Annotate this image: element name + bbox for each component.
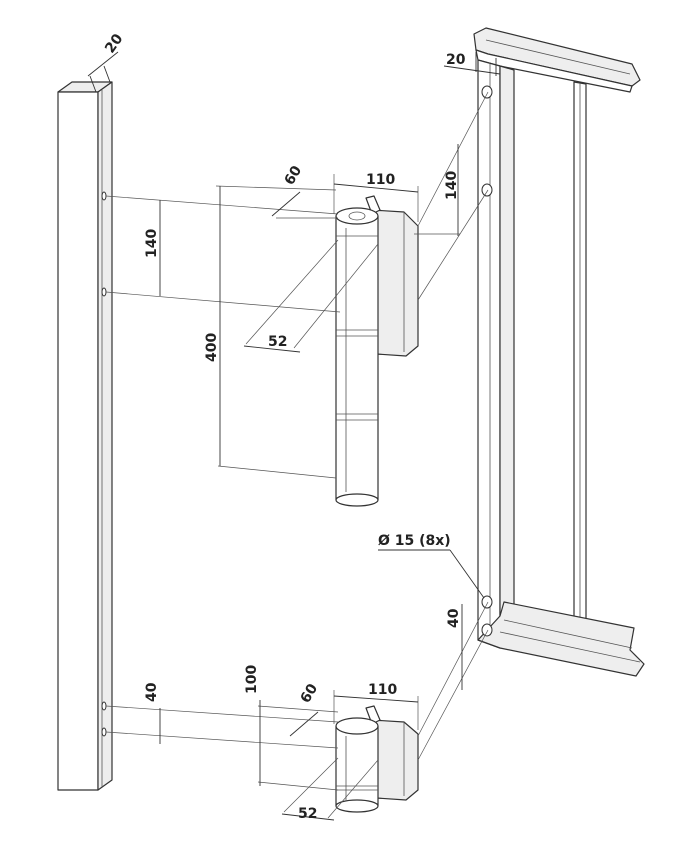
- frame-stile: [477, 59, 501, 649]
- top-spacing-left-label: 140: [144, 229, 160, 258]
- top-hinge-barrel: [335, 215, 379, 501]
- frame-hole-1: [481, 85, 493, 99]
- post-hole-3: [101, 701, 107, 711]
- bottom-hinge-barrel: [335, 725, 379, 807]
- height-label: 400: [204, 333, 220, 362]
- gate-frame: [473, 27, 645, 677]
- frame-hole-2: [481, 183, 493, 197]
- top-diameter-label: 52: [268, 334, 287, 350]
- post-hole-1: [101, 191, 107, 201]
- frame-width-label: 20: [446, 52, 466, 68]
- post-width-label: 20: [102, 31, 126, 56]
- bottom-hinge-leaf: [371, 719, 419, 801]
- top-offset-label: 60: [282, 163, 306, 188]
- top-hinge: [335, 195, 419, 507]
- frame-width-dimension: 20: [443, 52, 501, 76]
- left-post: [57, 81, 113, 791]
- left-post-front-face: [57, 91, 99, 791]
- bottom-spacing-right-label: 40: [446, 608, 462, 628]
- left-post-side-face: [97, 81, 113, 791]
- bottom-hinge-cap: [335, 717, 379, 735]
- top-width-label: 110: [366, 172, 395, 188]
- post-hole-4: [101, 727, 107, 737]
- hole-spec-callout: Ø 15 (8x): [378, 533, 485, 599]
- frame-hole-3: [481, 595, 493, 609]
- bottom-hinge: [335, 705, 419, 813]
- bottom-spacing-left-label: 40: [144, 682, 160, 702]
- bottom-hinge-dimensions: 40 100 60 110 52 40: [105, 601, 489, 822]
- bottom-height-label: 100: [244, 665, 260, 694]
- bottom-offset-label: 60: [298, 681, 322, 706]
- hole-spec-label: Ø 15 (8x): [378, 533, 451, 549]
- frame-hole-4: [481, 623, 493, 637]
- bottom-width-label: 110: [368, 682, 397, 698]
- top-hinge-dimensions: 140 400 60 110 52 140: [105, 91, 489, 479]
- post-hole-2: [101, 287, 107, 297]
- top-spacing-right-label: 140: [444, 171, 460, 200]
- top-hinge-leaf: [371, 209, 419, 357]
- bottom-diameter-label: 52: [298, 806, 317, 822]
- frame-bottom-rail: [477, 601, 645, 677]
- top-hinge-cap: [335, 207, 379, 225]
